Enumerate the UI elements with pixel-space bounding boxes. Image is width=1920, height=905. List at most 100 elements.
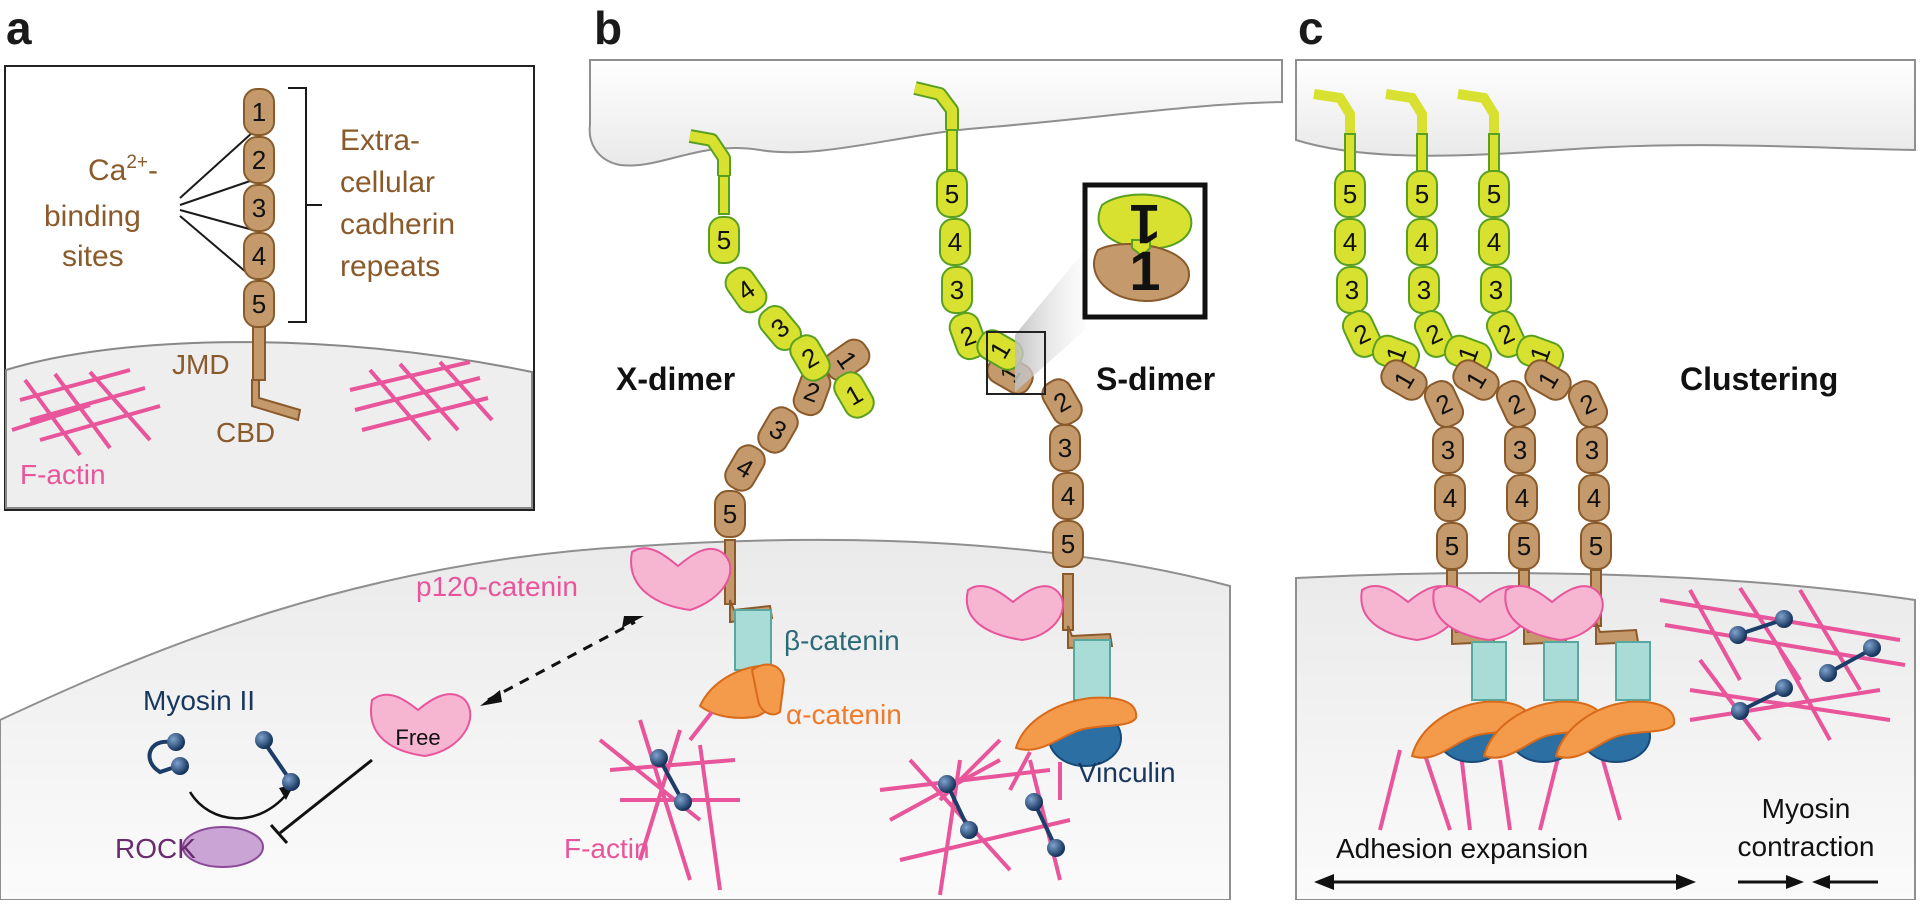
binding-text: binding bbox=[44, 200, 141, 233]
c1-brown-4-number: 4 bbox=[1443, 483, 1457, 513]
c2-green-5: 5 bbox=[1406, 170, 1438, 218]
c3-brown-5: 5 bbox=[1580, 522, 1612, 570]
c1-green-4-number: 4 bbox=[1343, 227, 1357, 257]
c1-brown-4: 4 bbox=[1434, 474, 1466, 522]
beta-catenin-label: β-catenin bbox=[784, 625, 900, 656]
zoom-cone bbox=[1015, 250, 1085, 392]
factin-label-b: F-actin bbox=[564, 833, 650, 864]
c2-green-2: 2 bbox=[1413, 310, 1455, 358]
s-dimer-brown-3: 3 bbox=[1049, 424, 1081, 472]
c2-green-4-number: 4 bbox=[1415, 227, 1429, 257]
ca-binding-label: Ca2+- binding sites bbox=[44, 152, 158, 273]
c1-brown-5-number: 5 bbox=[1445, 531, 1459, 561]
c3-brown-5-number: 5 bbox=[1589, 531, 1603, 561]
c2-green-5-number: 5 bbox=[1415, 179, 1429, 209]
p120-catenin-free bbox=[369, 693, 472, 758]
clustering-green-stalk-1 bbox=[1313, 89, 1355, 134]
factin-label-a: F-actin bbox=[20, 459, 106, 490]
extracellular-label: Extra- cellular cadherin repeats bbox=[340, 124, 455, 283]
domain-a-4: 4 bbox=[243, 232, 275, 280]
myosin-contraction-line1: Myosin bbox=[1762, 793, 1851, 824]
s-dimer-green-4: 4 bbox=[939, 218, 971, 266]
clustering-green-shaft-2 bbox=[1416, 133, 1428, 175]
c1-green-3: 3 bbox=[1336, 266, 1368, 314]
dashed-exchange-arrow bbox=[480, 616, 644, 706]
cbd-label: CBD bbox=[216, 417, 275, 448]
factin-mesh-c-1 bbox=[1378, 739, 1622, 831]
c2-brown-5-number: 5 bbox=[1517, 531, 1531, 561]
panel-letter-c: c bbox=[1298, 2, 1324, 54]
c2-brown-1: 1 bbox=[1452, 359, 1500, 401]
c1-brown-1: 1 bbox=[1380, 359, 1428, 401]
x-dimer-brown-1: 1 bbox=[823, 338, 871, 382]
clustering-green-stalk-3 bbox=[1457, 89, 1499, 134]
clustering-beta-catenin-2 bbox=[1543, 641, 1579, 701]
beta-catenin-s bbox=[1073, 639, 1111, 701]
zoom-inset-domains: 1 1 bbox=[1092, 193, 1193, 302]
inset-label-bottom: 1 bbox=[1129, 239, 1160, 302]
c2-green-3-number: 3 bbox=[1417, 275, 1431, 305]
repeats-bracket bbox=[288, 87, 322, 323]
clustering-catenins bbox=[1360, 584, 1676, 763]
s-dimer-green-5-number: 5 bbox=[945, 179, 959, 209]
s-dimer-brown-5: 5 bbox=[1052, 520, 1084, 568]
c1-brown-3: 3 bbox=[1432, 426, 1464, 474]
myosin-bound-b2 bbox=[938, 775, 978, 839]
panel-letter-b: b bbox=[594, 2, 622, 54]
c1-green-5-number: 5 bbox=[1343, 179, 1357, 209]
inhibition-arrow bbox=[269, 758, 373, 844]
alpha-catenin-s bbox=[1014, 696, 1138, 751]
x-dimer-brown-4: 4 bbox=[724, 444, 766, 492]
myosin-bound-b1 bbox=[650, 749, 692, 811]
s-dimer-label: S-dimer bbox=[1096, 361, 1215, 397]
c2-green-4: 4 bbox=[1406, 218, 1438, 266]
c2-brown-3-number: 3 bbox=[1513, 435, 1527, 465]
vinculin-label: Vinculin bbox=[1078, 757, 1176, 788]
inset-label-top: 1 bbox=[1129, 193, 1160, 256]
c3-green-3-number: 3 bbox=[1489, 275, 1503, 305]
c2-brown-3: 3 bbox=[1504, 426, 1536, 474]
x-dimer-green-stalk bbox=[688, 129, 731, 215]
extracellular-line1: Extra- bbox=[340, 124, 420, 157]
alpha-catenin-label: α-catenin bbox=[786, 699, 902, 730]
sites-text: sites bbox=[62, 240, 124, 273]
panel-b-top-cell bbox=[588, 59, 1283, 167]
myosin-bound-c1 bbox=[1729, 610, 1793, 644]
myosin-extended bbox=[255, 731, 300, 791]
myosin-contraction-arrows bbox=[1738, 875, 1878, 889]
domain-a-4-number: 4 bbox=[252, 241, 266, 271]
s-dimer-green-1: 1 bbox=[976, 329, 1024, 371]
domain-a-5-number: 5 bbox=[252, 289, 266, 319]
extracellular-line4: repeats bbox=[340, 250, 440, 283]
myosin-bound-c3 bbox=[1731, 679, 1793, 720]
myosin-label: Myosin II bbox=[143, 685, 255, 716]
domain-a-1-number: 1 bbox=[252, 97, 266, 127]
rock-label: ROCK bbox=[115, 833, 196, 864]
panel-a-cadherin bbox=[251, 321, 302, 422]
x-dimer-green-5: 5 bbox=[708, 216, 740, 264]
c1-green-4: 4 bbox=[1334, 218, 1366, 266]
c3-brown-3: 3 bbox=[1576, 426, 1608, 474]
c1-green-5: 5 bbox=[1334, 170, 1366, 218]
ca-text: Ca bbox=[88, 154, 127, 187]
panel-c-top-cell bbox=[1295, 59, 1916, 157]
c2-green-3: 3 bbox=[1408, 266, 1440, 314]
x-dimer-brown-5-number: 5 bbox=[723, 499, 737, 529]
adhesion-expansion-label: Adhesion expansion bbox=[1336, 833, 1588, 864]
s-dimer-green-4-number: 4 bbox=[948, 227, 962, 257]
x-dimer-brown-5: 5 bbox=[714, 490, 746, 538]
x-dimer-brown-2: 2 bbox=[792, 367, 832, 417]
x-dimer-green-1: 1 bbox=[833, 371, 875, 419]
ca-binding-lines bbox=[179, 131, 254, 279]
c3-green-4-number: 4 bbox=[1487, 227, 1501, 257]
clustering-green-stalk-2 bbox=[1385, 89, 1427, 134]
ca-hyphen: - bbox=[148, 154, 158, 187]
c3-green-3: 3 bbox=[1480, 266, 1512, 314]
extracellular-line3: cadherin bbox=[340, 208, 455, 241]
p120-catenin-s bbox=[965, 584, 1064, 642]
c2-brown-2: 2 bbox=[1495, 380, 1537, 428]
x-dimer-green-3: 3 bbox=[758, 305, 802, 351]
myosin-folded bbox=[147, 733, 189, 775]
